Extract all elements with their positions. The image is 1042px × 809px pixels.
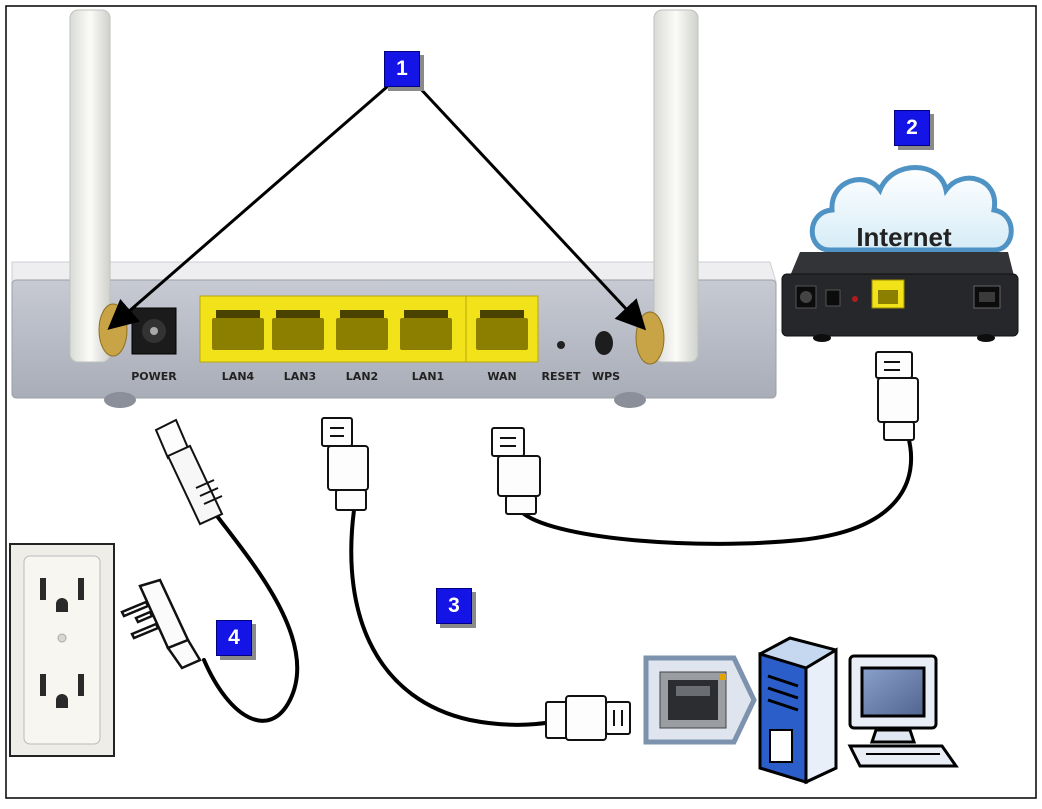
- reset-hole: [557, 341, 565, 349]
- rj45-plug-computer: [545, 695, 631, 741]
- lan4-port: [212, 318, 264, 350]
- label-wps: WPS: [592, 370, 620, 383]
- modem: [781, 252, 1019, 342]
- wps-button: [595, 331, 613, 355]
- wan-cable: [522, 434, 913, 546]
- label-wan: WAN: [487, 370, 516, 383]
- lan2-port: [336, 318, 388, 350]
- label-lan2: LAN2: [346, 370, 378, 383]
- rj45-plug-modem: [875, 351, 919, 441]
- power-cable: [202, 510, 300, 723]
- wall-outlet: [9, 543, 115, 757]
- callout-3-ethernet: 3: [436, 588, 472, 624]
- label-lan1: LAN1: [412, 370, 444, 383]
- power-port: [131, 307, 177, 355]
- router-foot-right: [614, 392, 646, 408]
- power-plug: [154, 418, 224, 526]
- antenna-left: [69, 9, 128, 363]
- rj45-plug-wan: [491, 427, 541, 515]
- rj45-plug-lan: [321, 417, 369, 511]
- callout-4-power: 4: [216, 620, 252, 656]
- computer-ethernet-port: [643, 655, 757, 745]
- label-lan3: LAN3: [284, 370, 316, 383]
- router-foot-left: [104, 392, 136, 408]
- lan-cable: [349, 508, 554, 727]
- internet-label: Internet: [856, 222, 952, 252]
- antenna-arrows: [107, 84, 647, 331]
- callout-1-antennas: 1: [384, 51, 420, 87]
- arrow-to-right-antenna: [416, 84, 647, 331]
- arrow-to-left-antenna: [107, 84, 389, 330]
- label-power: POWER: [131, 370, 177, 383]
- ethernet-port-block: [199, 295, 539, 363]
- pc-tower-icon: [758, 636, 838, 785]
- callout-2-internet: 2: [894, 110, 930, 146]
- monitor-icon: [847, 654, 959, 768]
- lan1-port: [400, 318, 452, 350]
- wan-port: [476, 318, 528, 350]
- label-lan4: LAN4: [222, 370, 255, 383]
- power-adapter: [120, 578, 202, 670]
- lan3-port: [272, 318, 324, 350]
- label-reset: RESET: [542, 370, 581, 383]
- cables: [202, 434, 913, 727]
- internet-cloud: Internet: [809, 165, 1014, 253]
